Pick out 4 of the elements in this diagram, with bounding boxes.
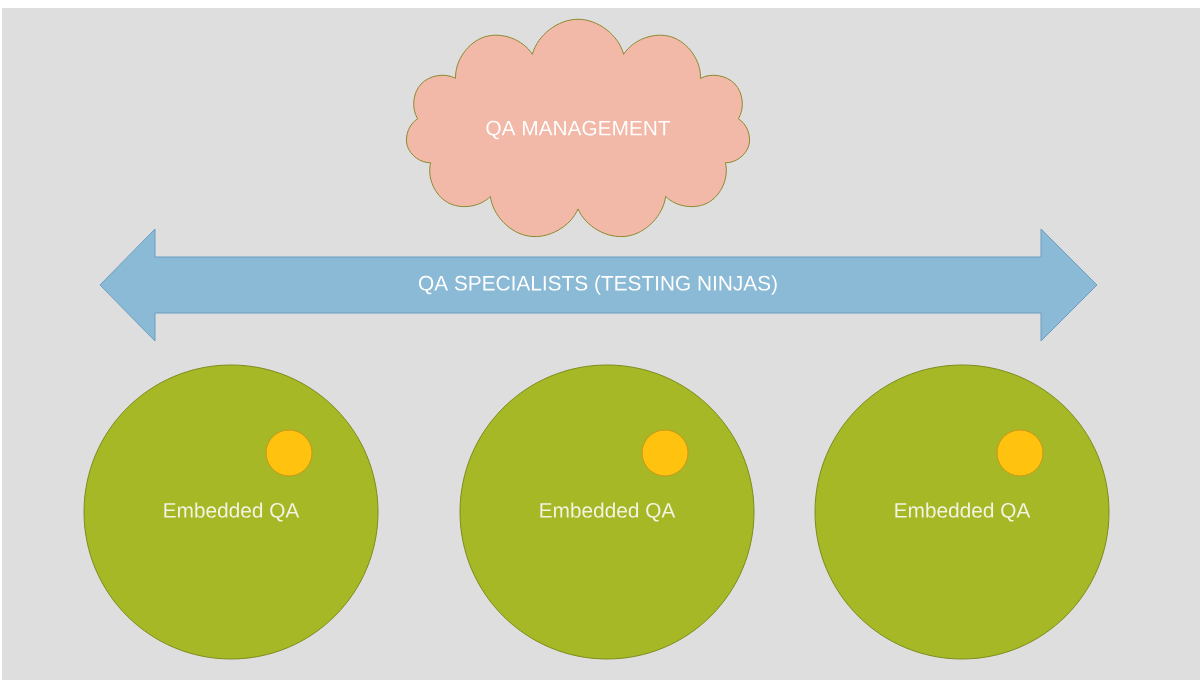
double-arrow-band: QA SPECIALISTS (TESTING NINJAS) [99,228,1098,342]
dot-marker [265,429,313,477]
dot-marker [996,429,1044,477]
dot-marker [641,429,689,477]
